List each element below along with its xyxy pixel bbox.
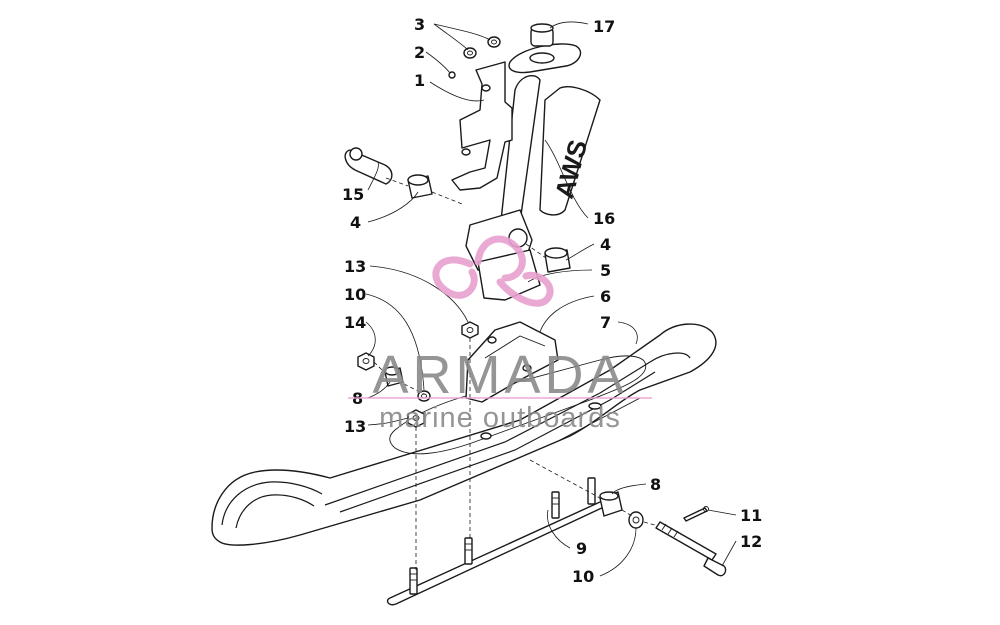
callout-15: 15 (342, 185, 364, 204)
cotter-pin-11-part (683, 506, 709, 522)
bolt-12-part (655, 521, 727, 577)
leader-lines (365, 21, 737, 577)
callout-1: 1 (414, 71, 425, 90)
steering-arm-part (508, 23, 582, 74)
callout-5: 5 (600, 261, 611, 280)
bushing-4a-part (407, 174, 433, 199)
ski-saddle-part (465, 321, 559, 403)
watermark: ARMADA marine outboards (348, 235, 652, 434)
bushing-4b-part (544, 247, 571, 273)
nut-3-part (463, 47, 477, 59)
washer-3-part (487, 36, 501, 48)
callout-4b: 4 (600, 235, 611, 254)
callout-14: 14 (344, 313, 366, 332)
assembly-lines (373, 177, 659, 570)
fitting-2-part (448, 71, 456, 79)
callout-13b: 13 (344, 417, 366, 436)
nut-14-part (357, 352, 375, 371)
watermark-brand: ARMADA (372, 345, 627, 405)
callout-16: 16 (593, 209, 615, 228)
callout-2: 2 (414, 43, 425, 62)
washer-10b-part (628, 511, 644, 529)
spacer-8b-part (599, 491, 623, 517)
callout-13a: 13 (344, 257, 366, 276)
callout-6: 6 (600, 287, 611, 306)
callout-3: 3 (414, 15, 425, 34)
spacer-8a-part (384, 366, 404, 387)
watermark-tagline: marine outboards (379, 402, 621, 434)
nut-13a-part (461, 321, 479, 339)
bracket-part (451, 61, 513, 191)
armada-logo-icon (432, 235, 554, 307)
callout-7: 7 (600, 313, 611, 332)
callout-8b: 8 (650, 475, 661, 494)
spindle-part: AWS (499, 74, 601, 237)
nut-13b-part (407, 409, 425, 428)
callout-17: 17 (593, 17, 615, 36)
callout-9: 9 (576, 539, 587, 558)
callout-10a: 10 (344, 285, 366, 304)
callout-12: 12 (740, 532, 762, 551)
callout-10b: 10 (572, 567, 594, 586)
callout-11: 11 (740, 506, 762, 525)
callout-4a: 4 (350, 213, 361, 232)
pivot-bolt-part (344, 147, 393, 185)
